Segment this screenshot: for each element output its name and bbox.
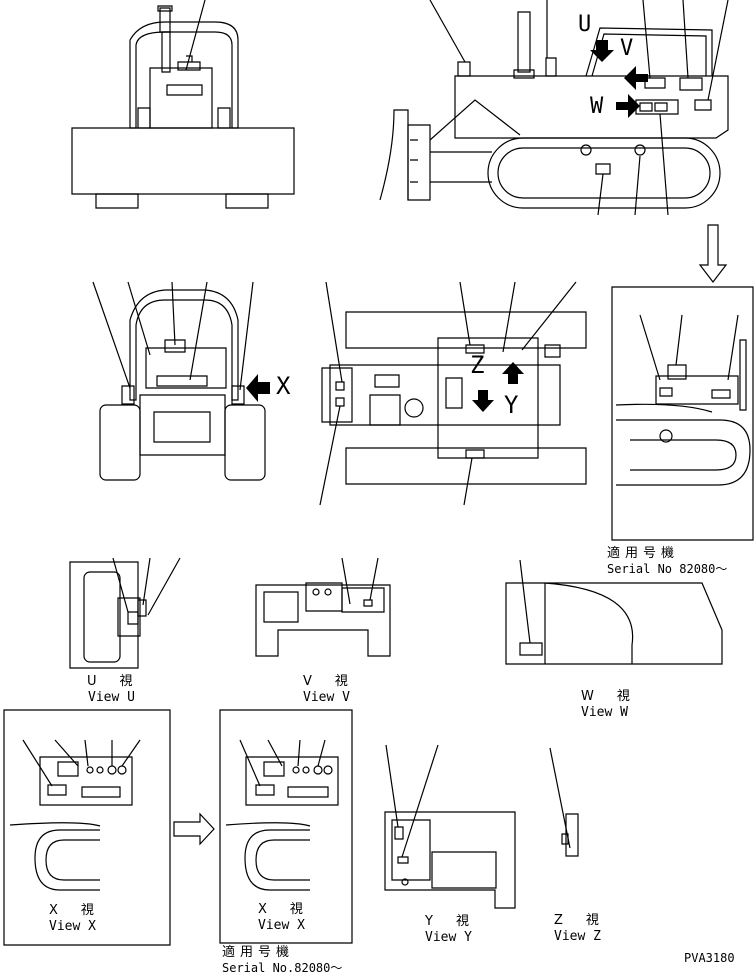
view-v-drawing xyxy=(256,558,390,656)
view-x-1-title-jp: X 視 xyxy=(49,903,99,918)
view-u-title-en: View U xyxy=(88,690,135,705)
view-w-title-en: View W xyxy=(581,705,628,720)
view-u-title-jp: U 視 xyxy=(87,674,138,689)
serial-note-1-jp: 適用号機 xyxy=(607,546,680,561)
view-w-title-jp: W 視 xyxy=(581,689,635,704)
arrow-label-v: V xyxy=(620,36,634,61)
front-view-top xyxy=(72,0,294,208)
view-x-1-title-en: View X xyxy=(49,919,96,934)
inset-serial-top xyxy=(612,287,753,540)
view-y-drawing xyxy=(385,745,515,908)
hollow-right-arrow xyxy=(174,814,214,844)
side-view xyxy=(380,0,728,215)
view-v-title-en: View V xyxy=(303,690,350,705)
view-x-1-drawing xyxy=(4,710,170,945)
view-arrows-top xyxy=(590,40,648,118)
top-view xyxy=(320,282,586,505)
view-z-title-en: View Z xyxy=(554,929,601,944)
rear-view xyxy=(93,282,265,480)
arrow-label-u: U xyxy=(578,12,592,37)
view-v-title-jp: V 視 xyxy=(303,674,353,689)
view-x-2-title-en: View X xyxy=(258,918,305,933)
arrow-label-x: X xyxy=(276,372,291,400)
view-z-drawing xyxy=(550,748,578,856)
serial-note-1-en: Serial No 82080～ xyxy=(607,562,728,576)
drawing-number: PVA3180 xyxy=(684,951,735,965)
view-y-title-en: View Y xyxy=(425,930,472,945)
view-z-title-jp: Z 視 xyxy=(554,913,604,928)
serial-note-2-en: Serial No.82080～ xyxy=(222,961,343,975)
arrow-x xyxy=(246,374,270,402)
serial-note-2-jp: 適用号機 xyxy=(222,945,295,960)
arrow-label-w: W xyxy=(590,94,604,119)
view-y-title-jp: Y 視 xyxy=(425,914,474,929)
view-w-drawing xyxy=(506,560,722,664)
arrow-label-y: Y xyxy=(504,391,519,419)
top-view-arrows xyxy=(472,362,524,412)
hollow-down-arrow xyxy=(700,225,726,282)
view-u-drawing xyxy=(70,558,180,668)
arrow-label-z: Z xyxy=(470,351,485,379)
view-x-2-title-jp: X 視 xyxy=(258,902,308,917)
view-x-2-drawing xyxy=(220,710,352,943)
